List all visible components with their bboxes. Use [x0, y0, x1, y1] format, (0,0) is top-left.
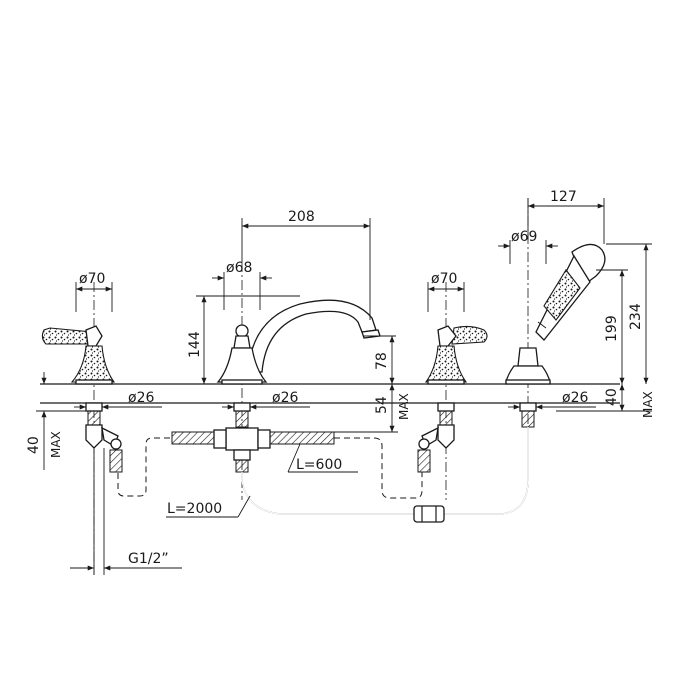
dim-hose-length-2000: L=2000: [167, 501, 222, 517]
dim-diameter-70-left: ø70: [79, 271, 105, 287]
dim-shank-diameter-26-left: ø26: [128, 390, 154, 406]
dim-thread-g12: G1/2”: [128, 551, 169, 567]
left-valve-handle: [41, 282, 123, 575]
dashed-cold-supply: [117, 437, 170, 497]
dim-right-depth-40: 40: [604, 388, 620, 406]
spout-assembly: [171, 262, 381, 500]
hose-connector: [413, 505, 445, 523]
dim-diameter-68: ø68: [226, 260, 252, 276]
dim-outlet-height-78: 78: [374, 352, 390, 370]
dashed-hot-supply: [334, 437, 423, 499]
hand-shower: [505, 198, 606, 430]
dim-shank-diameter-26-center: ø26: [272, 390, 298, 406]
dim-shank-diameter-26-right: ø26: [562, 390, 588, 406]
dim-deck-thickness-max: MAX: [397, 393, 411, 420]
dim-spout-reach-208: 208: [288, 209, 315, 225]
dim-flexi-length-600: L=600: [296, 457, 342, 473]
dim-shower-height-199: 199: [604, 315, 620, 342]
dim-shower-offset-127: 127: [550, 189, 577, 205]
dim-left-depth-max: MAX: [49, 431, 63, 458]
dim-diameter-69: ø69: [511, 229, 537, 245]
dim-left-depth-40: 40: [26, 436, 42, 454]
dim-right-depth-max: MAX: [641, 391, 655, 418]
dim-deck-thickness-54: 54: [374, 396, 390, 414]
dim-spout-height-144: 144: [187, 331, 203, 358]
right-valve-handle: [417, 282, 488, 500]
dim-diameter-70-right: ø70: [431, 271, 457, 287]
dim-shower-total-234: 234: [628, 303, 644, 330]
